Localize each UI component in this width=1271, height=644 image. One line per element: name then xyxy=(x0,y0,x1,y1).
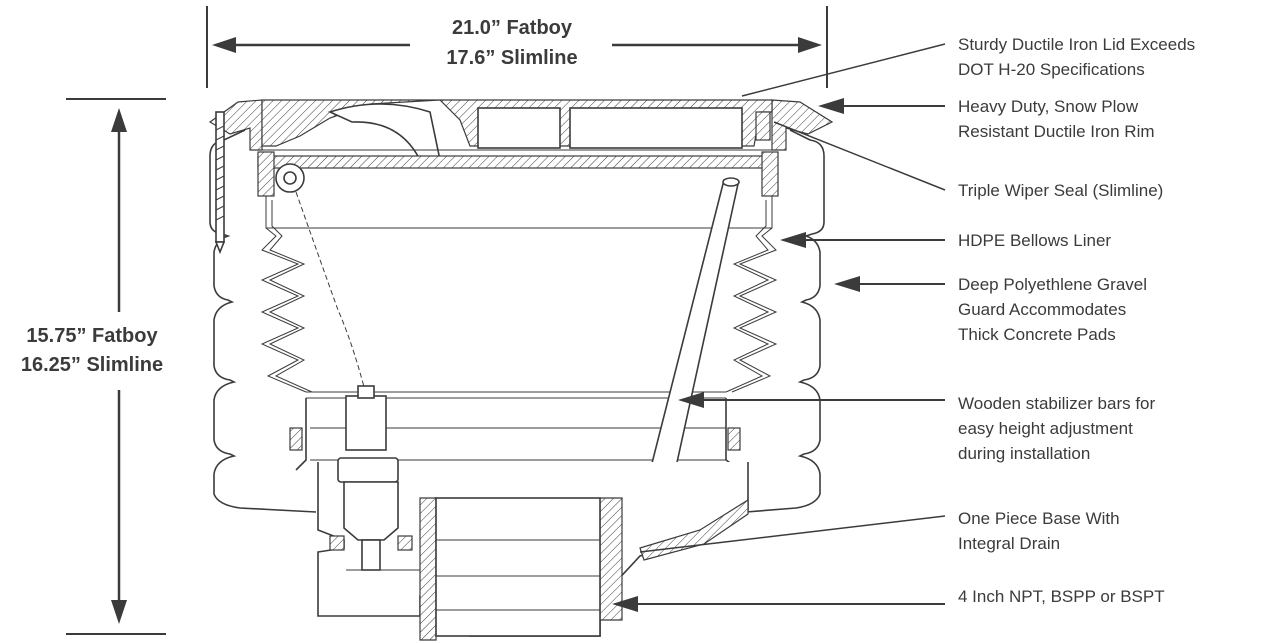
callout-thread: 4 Inch NPT, BSPP or BSPT xyxy=(612,587,1165,612)
callout-lid-line-1: Sturdy Ductile Iron Lid Exceeds xyxy=(958,35,1195,54)
callout-bellows: HDPE Bellows Liner xyxy=(780,231,1111,250)
gravel-guard-right-profile xyxy=(745,129,825,513)
dipstick-tube-top xyxy=(722,177,740,187)
height-arrowhead-top xyxy=(111,108,127,132)
callout-thread-line-1: 4 Inch NPT, BSPP or BSPT xyxy=(958,587,1165,606)
drain-pipe-body xyxy=(435,497,601,637)
callout-stabilizer-line-2: easy height adjustment xyxy=(958,419,1133,438)
leader-arrowhead-rim xyxy=(818,98,844,114)
rim-and-lid xyxy=(208,99,834,255)
leader-line-base xyxy=(639,515,946,553)
callout-gravel-guard-line-3: Thick Concrete Pads xyxy=(958,325,1116,344)
width-arrowhead-right xyxy=(798,37,822,53)
leader-line-lid xyxy=(741,43,946,97)
ductile-iron-rim-left xyxy=(208,99,263,151)
valve-outlet xyxy=(361,539,381,571)
height-dimension: 15.75” Fatboy 16.25” Slimline xyxy=(21,98,166,635)
callout-rim: Heavy Duty, Snow Plow Resistant Ductile … xyxy=(818,97,1155,141)
width-label-slimline: 17.6” Slimline xyxy=(446,47,577,69)
width-dimension: 21.0” Fatboy 17.6” Slimline xyxy=(206,6,828,88)
base-threaded-wall xyxy=(599,497,623,621)
callout-gravel-guard: Deep Polyethlene Gravel Guard Accommodat… xyxy=(834,275,1147,344)
callout-lid-line-2: DOT H-20 Specifications xyxy=(958,60,1145,79)
valve-body-top xyxy=(337,457,399,483)
rim-ring xyxy=(257,155,777,169)
height-label-fatboy: 15.75” Fatboy xyxy=(26,325,158,347)
callout-stabilizer-line-1: Wooden stabilizer bars for xyxy=(958,394,1156,413)
leader-line-wiper-seal xyxy=(773,121,946,191)
leader-arrowhead-stabilizer xyxy=(678,392,704,408)
callout-base-line-2: Integral Drain xyxy=(958,534,1060,553)
chain-ring-center xyxy=(283,171,297,185)
valve-passage xyxy=(346,569,421,596)
drain-pipe xyxy=(435,497,601,637)
height-arrowhead-bottom xyxy=(111,600,127,624)
lid-web-left xyxy=(327,103,441,161)
callout-lid: Sturdy Ductile Iron Lid Exceeds DOT H-20… xyxy=(741,35,1195,97)
valve-stem-cap xyxy=(357,385,375,399)
callout-gravel-guard-line-2: Guard Accommodates xyxy=(958,300,1126,319)
valve-stem-housing xyxy=(345,395,387,451)
callout-wiper-seal: Triple Wiper Seal (Slimline) xyxy=(773,121,1163,200)
callout-wiper-seal-line-1: Triple Wiper Seal (Slimline) xyxy=(958,181,1163,200)
width-label-fatboy: 21.0” Fatboy xyxy=(452,17,573,39)
bellows-liner xyxy=(260,196,778,393)
callout-rim-line-2: Resistant Ductile Iron Rim xyxy=(958,122,1155,141)
wiper-seal-upper-right xyxy=(755,111,771,141)
bellows-left-inner xyxy=(268,200,313,393)
callout-stabilizer-line-3: during installation xyxy=(958,444,1090,463)
valve-body xyxy=(343,481,399,541)
width-arrowhead-left xyxy=(212,37,236,53)
stabilizer-clamp-left xyxy=(289,427,303,451)
callout-bellows-line-1: HDPE Bellows Liner xyxy=(958,231,1111,250)
callout-base-line-1: One Piece Base With xyxy=(958,509,1120,528)
bellows-right xyxy=(731,196,778,393)
stabilizer-clamp-right xyxy=(727,427,741,451)
callout-rim-line-1: Heavy Duty, Snow Plow xyxy=(958,97,1139,116)
valve-assembly xyxy=(329,385,421,596)
base-threaded-wall-left xyxy=(419,497,437,641)
leader-arrowhead-gravel-guard xyxy=(834,276,860,292)
wiper-seal-left xyxy=(257,151,275,197)
lid-rib-cavity-1 xyxy=(477,107,561,149)
base-drain-wall xyxy=(639,498,749,561)
callout-stabilizer: Wooden stabilizer bars for easy height a… xyxy=(678,392,1156,463)
anchor-bolt-threads xyxy=(215,125,225,221)
valve-seal-left xyxy=(329,535,345,551)
height-label-slimline: 16.25” Slimline xyxy=(21,354,163,376)
callout-gravel-guard-line-1: Deep Polyethlene Gravel xyxy=(958,275,1147,294)
lid-rib-cavity-2 xyxy=(569,107,743,149)
leader-arrowhead-thread xyxy=(612,596,638,612)
bellows-right-inner xyxy=(725,200,770,393)
wiper-seal-right xyxy=(761,151,779,197)
callout-base: One Piece Base With Integral Drain xyxy=(639,509,1120,553)
bellows-left xyxy=(260,196,307,393)
anchor-bolt-tip xyxy=(214,241,226,255)
leader-arrowhead-bellows xyxy=(780,232,806,248)
valve-seal-right xyxy=(397,535,413,551)
gravel-guard xyxy=(209,129,825,513)
